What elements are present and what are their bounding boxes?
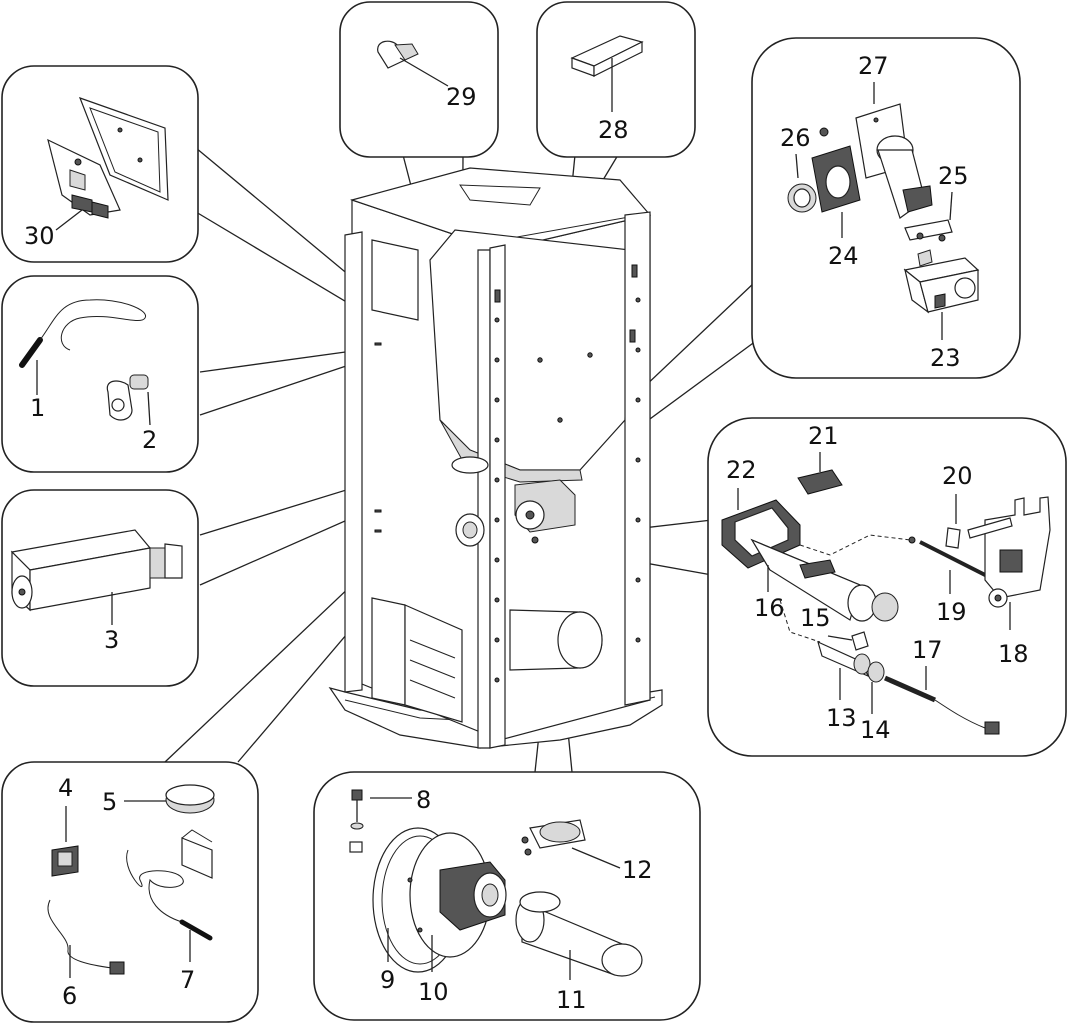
callout-28: 28 [598, 116, 629, 144]
frame-holes [494, 264, 641, 683]
box-parts-1-2: 1 2 [1, 275, 199, 473]
box-parts-4-7: 4 5 6 7 [1, 761, 259, 1023]
callout-21: 21 [808, 422, 839, 450]
callout-7: 7 [180, 966, 195, 994]
callout-1: 1 [30, 394, 45, 422]
callout-2: 2 [142, 426, 157, 454]
callout-11: 11 [556, 986, 587, 1014]
box-part-28: 28 [536, 1, 696, 158]
callout-25: 25 [938, 162, 969, 190]
callout-14: 14 [860, 716, 891, 744]
box-part-29: 29 [339, 1, 499, 158]
box-parts-8-12: 8 9 10 12 11 [313, 771, 701, 1021]
box-part-3: 3 [1, 489, 199, 687]
box-parts-23-27: 27 26 24 25 23 [751, 37, 1021, 379]
callout-8: 8 [416, 786, 431, 814]
callout-24: 24 [828, 242, 859, 270]
stove-frame [328, 167, 663, 749]
callout-16: 16 [754, 594, 785, 622]
callout-18: 18 [998, 640, 1029, 668]
box-parts-13-22: 21 22 16 20 19 18 15 [707, 417, 1067, 757]
callout-30: 30 [24, 222, 55, 250]
callout-10: 10 [418, 978, 449, 1006]
callout-26: 26 [780, 124, 811, 152]
callout-29: 29 [446, 83, 477, 111]
callout-4: 4 [58, 774, 73, 802]
callout-23: 23 [930, 344, 961, 372]
callout-13: 13 [826, 704, 857, 732]
callout-17: 17 [912, 636, 943, 664]
callout-9: 9 [380, 966, 395, 994]
callout-22: 22 [726, 456, 757, 484]
callout-3: 3 [104, 626, 119, 654]
callout-19: 19 [936, 598, 967, 626]
callout-6: 6 [62, 982, 77, 1010]
callout-5: 5 [102, 788, 117, 816]
callout-12: 12 [622, 856, 653, 884]
callout-15: 15 [800, 604, 831, 632]
box-part-30: 30 [1, 65, 199, 263]
callout-27: 27 [858, 52, 889, 80]
callout-20: 20 [942, 462, 973, 490]
